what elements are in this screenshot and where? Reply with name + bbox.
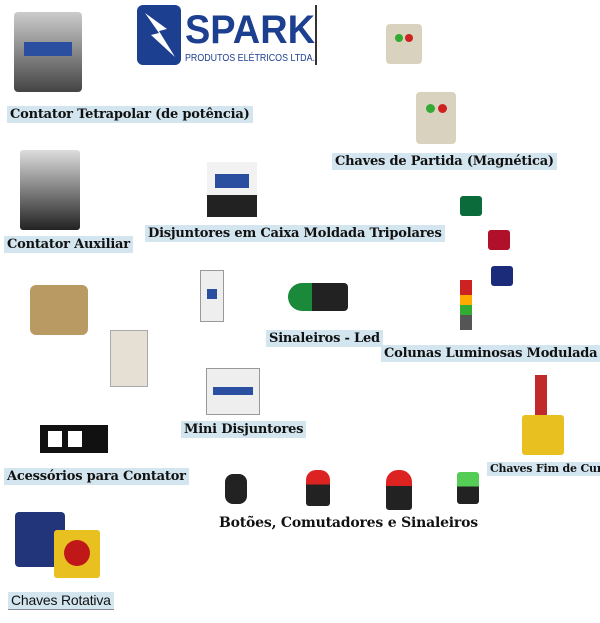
spark-logo: SPARK PRODUTOS ELÉTRICOS LTDA. bbox=[137, 5, 317, 65]
contator-tetrapolar-image[interactable] bbox=[14, 12, 82, 92]
coluna-azul-image[interactable] bbox=[491, 266, 513, 286]
label-chaves-rotativa[interactable]: Chaves Rotativa bbox=[8, 592, 114, 610]
coluna-vermelha-image[interactable] bbox=[488, 230, 510, 250]
botao-preto-image[interactable] bbox=[225, 474, 247, 504]
coluna-torre-image[interactable] bbox=[460, 280, 472, 330]
label-disjuntores-caixa[interactable]: Disjuntores em Caixa Moldada Tripolares bbox=[145, 225, 445, 242]
mini-disjuntores-image[interactable] bbox=[206, 368, 260, 415]
chaves-partida-small-image[interactable] bbox=[386, 24, 422, 64]
label-botoes-comutadores[interactable]: Botões, Comutadores e Sinaleiros bbox=[219, 515, 478, 531]
disjuntor-caixa-image[interactable] bbox=[207, 162, 257, 217]
sinaleiro-led-image[interactable] bbox=[288, 283, 348, 311]
label-acessorios-contator[interactable]: Acessórios para Contator bbox=[4, 468, 189, 485]
label-contator-auxiliar[interactable]: Contator Auxiliar bbox=[4, 236, 133, 253]
coluna-verde-image[interactable] bbox=[460, 196, 482, 216]
chave-fim-curso-image[interactable] bbox=[522, 415, 564, 455]
botao-emergencia-2-image[interactable] bbox=[386, 470, 412, 510]
label-chaves-fim-curso[interactable]: Chaves Fim de Curso bbox=[487, 462, 600, 476]
label-chaves-partida[interactable]: Chaves de Partida (Magnética) bbox=[332, 153, 557, 170]
botao-verde-image[interactable] bbox=[457, 472, 479, 504]
label-colunas-luminosas[interactable]: Colunas Luminosas Modulada bbox=[381, 345, 600, 362]
svg-text:SPARK: SPARK bbox=[185, 8, 315, 52]
acessorio-image-3[interactable] bbox=[40, 425, 108, 453]
botao-emergencia-image[interactable] bbox=[306, 470, 330, 506]
acessorio-image-1[interactable] bbox=[30, 285, 88, 335]
chaves-partida-image[interactable] bbox=[416, 92, 456, 144]
chave-fim-curso-arm-image[interactable] bbox=[535, 375, 547, 415]
label-contator-tetrapolar[interactable]: Contator Tetrapolar (de potência) bbox=[7, 106, 253, 123]
acessorio-image-2[interactable] bbox=[110, 330, 148, 387]
mini-disjuntor-single-image[interactable] bbox=[200, 270, 224, 322]
chave-rotativa-front-image[interactable] bbox=[54, 530, 100, 578]
label-sinaleiros-led[interactable]: Sinaleiros - Led bbox=[266, 330, 383, 347]
contator-auxiliar-image[interactable] bbox=[20, 150, 80, 230]
svg-text:PRODUTOS ELÉTRICOS LTDA.: PRODUTOS ELÉTRICOS LTDA. bbox=[185, 51, 315, 64]
label-mini-disjuntores[interactable]: Mini Disjuntores bbox=[181, 421, 307, 438]
